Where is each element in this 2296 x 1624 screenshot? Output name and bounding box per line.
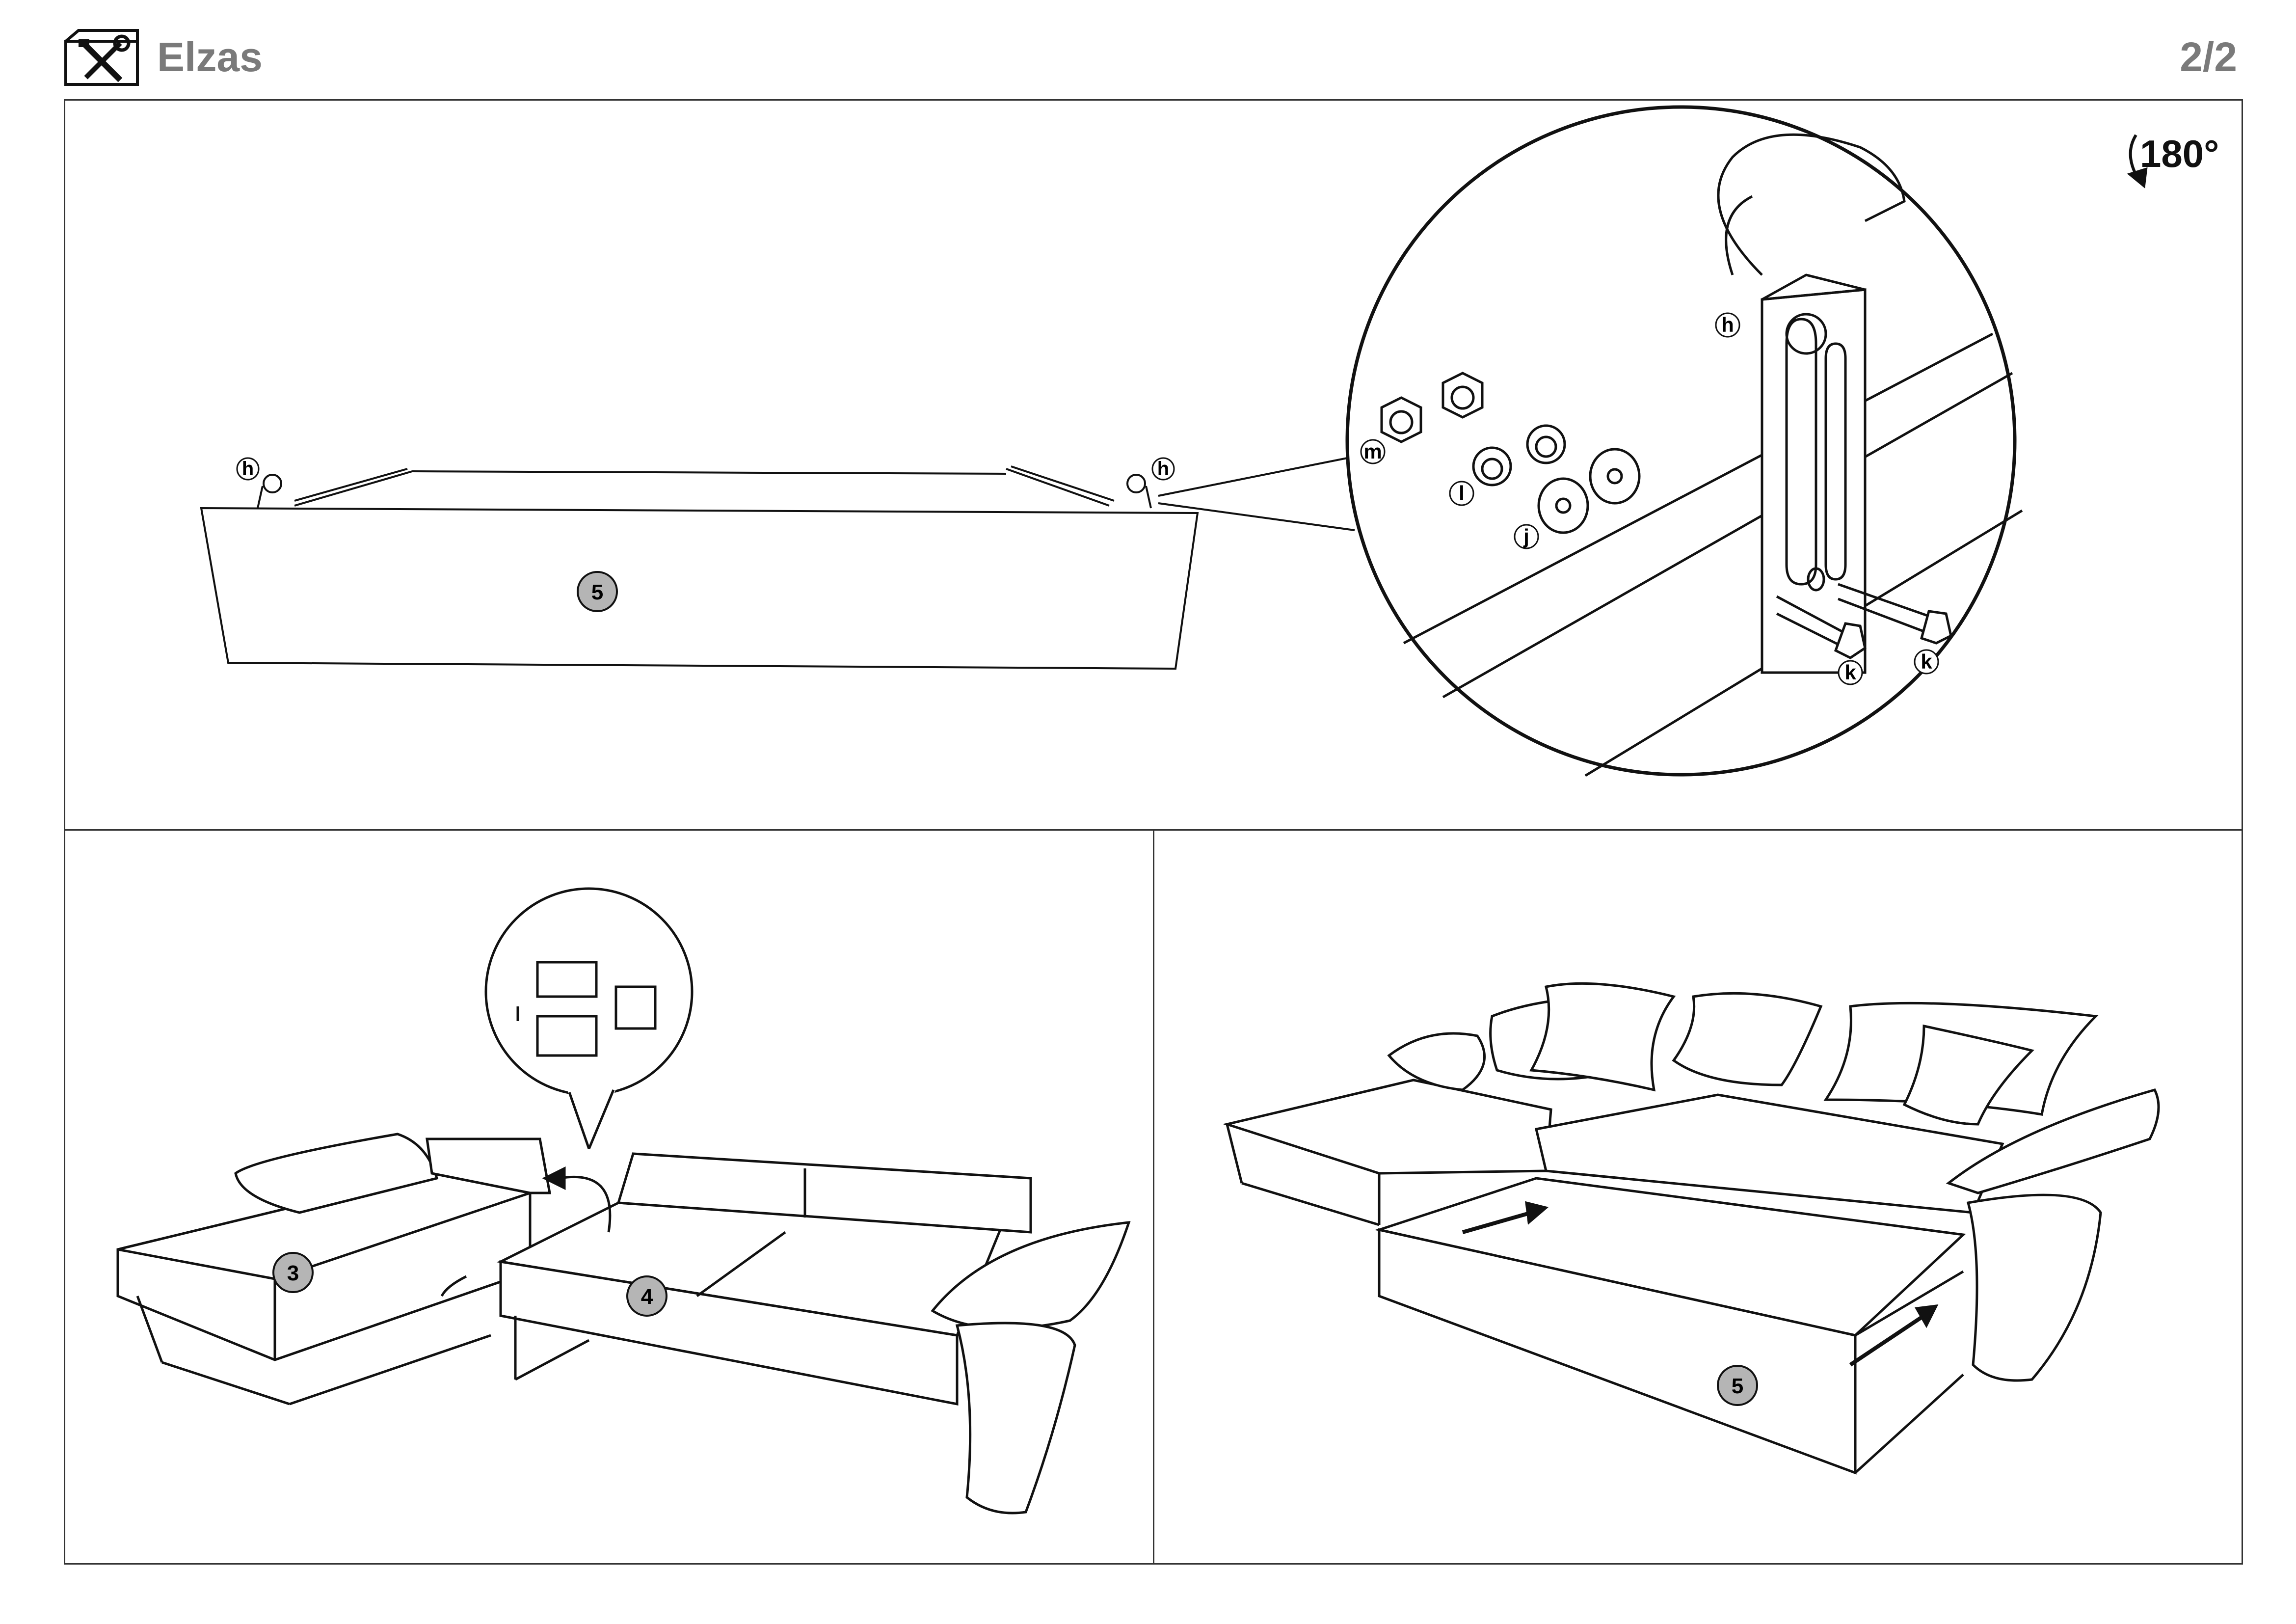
part-label-k-right: k [1914, 649, 1939, 675]
rotation-label: 180° [2140, 132, 2219, 175]
part-label-k-left: k [1838, 660, 1863, 685]
part-letter-h: h [1721, 313, 1734, 336]
step-panel-sofa-assembly [64, 829, 1154, 1565]
part-label-m: m [1360, 439, 1386, 464]
part-label-h-right: h [1151, 457, 1175, 481]
part-label-j: j [1514, 524, 1539, 549]
document-title: Elzas [157, 34, 263, 80]
tools-icon [64, 28, 140, 86]
part-letter-h: h [1157, 458, 1169, 480]
part-letter-m: m [1363, 440, 1382, 463]
part-letter-l: l [1459, 482, 1465, 505]
part-letter-k: k [1921, 650, 1932, 673]
step-panel-drawer-insertion [1153, 829, 2243, 1565]
part-letter-k: k [1844, 661, 1856, 684]
part-label-h-left: h [236, 457, 260, 481]
step-badge-3: 3 [272, 1252, 314, 1293]
completed-sofa-illustration [1222, 982, 2160, 1475]
step-number: 4 [641, 1285, 653, 1309]
step-badge-4: 4 [626, 1275, 667, 1317]
caster-detail-magnifier [1345, 105, 2023, 777]
step-badge-5-bottom: 5 [1717, 1365, 1758, 1406]
part-letter-h: h [242, 458, 254, 480]
step-number: 3 [287, 1261, 299, 1285]
page-number: 2/2 [2180, 34, 2237, 80]
step-number: 5 [591, 580, 603, 604]
rotate-180-icon [2127, 134, 2148, 189]
step-number: 5 [1732, 1374, 1743, 1398]
part-letter-j: j [1523, 525, 1529, 548]
drawer-illustration [200, 456, 1355, 670]
part-label-h-detail: h [1715, 312, 1740, 338]
step-badge-5-top: 5 [577, 571, 618, 612]
part-label-l: l [1449, 481, 1474, 506]
sofa-assembly-illustration [116, 887, 1131, 1515]
